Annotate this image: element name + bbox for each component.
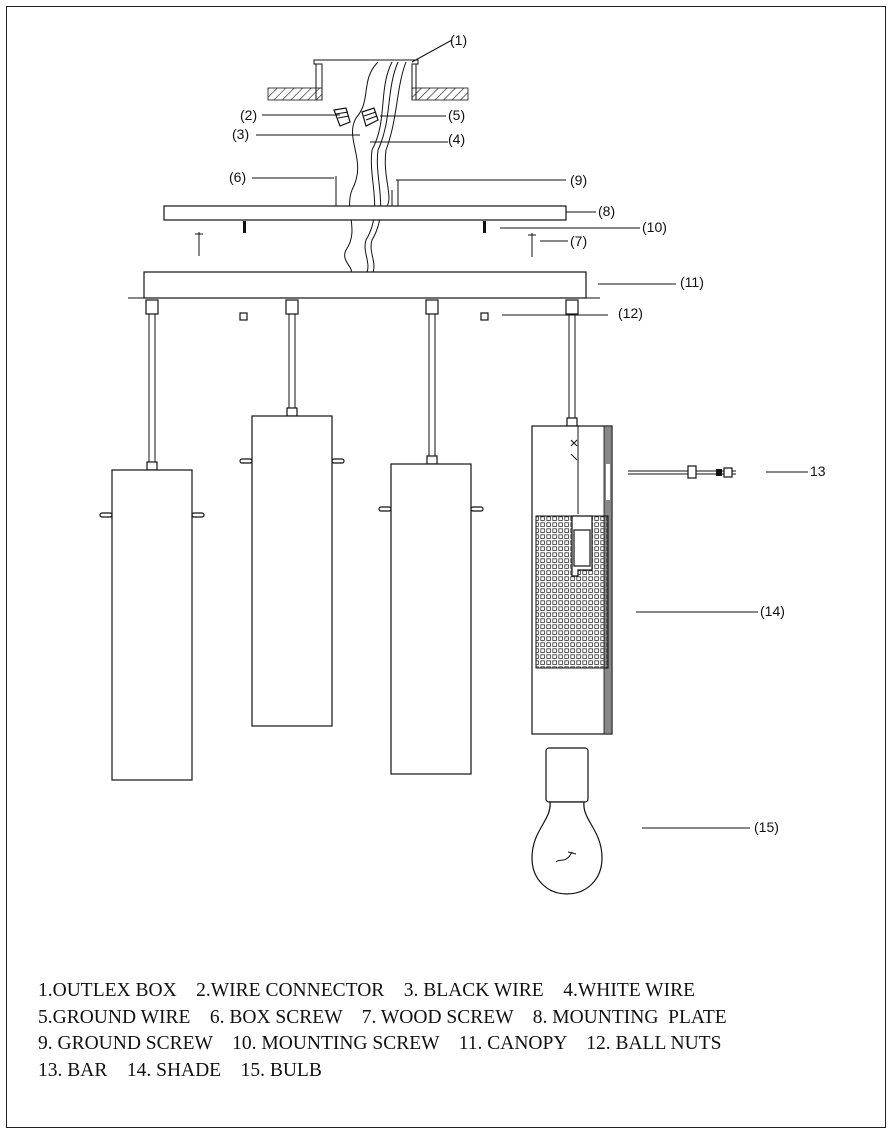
callout-14: (14) <box>760 603 785 619</box>
callout-13: 13 <box>810 463 826 479</box>
canopy <box>143 271 587 299</box>
wood-screw-left <box>195 232 203 256</box>
pendant-1 <box>99 299 205 781</box>
mounting-plate <box>163 205 567 221</box>
callout-15: (15) <box>754 819 779 835</box>
leader-lines <box>252 39 808 829</box>
ball-nut-right <box>480 312 489 321</box>
callout-6: (6) <box>229 169 246 185</box>
wires <box>344 61 407 275</box>
pendant-2 <box>239 299 345 727</box>
callout-8: (8) <box>598 203 615 219</box>
callout-5: (5) <box>448 107 465 123</box>
mounting-screw-right <box>483 221 486 233</box>
diagram-frame <box>6 6 886 1128</box>
callout-9: (9) <box>570 172 587 188</box>
callout-3: (3) <box>232 126 249 142</box>
callout-12: (12) <box>618 305 643 321</box>
mounting-screw-left <box>243 221 246 233</box>
legend-row-2: 5.GROUND WIRE 6. BOX SCREW 7. WOOD SCREW… <box>38 1006 727 1028</box>
callout-1: (1) <box>450 32 467 48</box>
pendant-4 <box>531 299 613 735</box>
parts-legend: 1.OUTLEX BOX 2.WIRE CONNECTOR 3. BLACK W… <box>38 978 868 1084</box>
bulb <box>531 747 603 895</box>
callout-2: (2) <box>240 107 257 123</box>
callout-4: (4) <box>448 131 465 147</box>
legend-row-4: 13. BAR 14. SHADE 15. BULB <box>38 1059 322 1081</box>
outlet-box <box>313 59 419 100</box>
pendant-3 <box>378 299 484 775</box>
callout-10: (10) <box>642 219 667 235</box>
shade-2 <box>251 415 333 727</box>
shade-3 <box>390 463 472 775</box>
wood-screw-right <box>528 233 536 257</box>
ball-nut-left <box>239 312 248 321</box>
ceiling <box>267 87 469 101</box>
legend-row-3: 9. GROUND SCREW 10. MOUNTING SCREW 11. C… <box>38 1033 722 1054</box>
wire-connector-left <box>333 107 351 127</box>
callout-11: (11) <box>680 274 704 290</box>
bar <box>628 465 736 479</box>
legend-row-1: 1.OUTLEX BOX 2.WIRE CONNECTOR 3. BLACK W… <box>38 980 695 1001</box>
callout-7: (7) <box>570 233 587 249</box>
wire-connector-right <box>361 107 379 127</box>
shade-1 <box>111 469 193 781</box>
